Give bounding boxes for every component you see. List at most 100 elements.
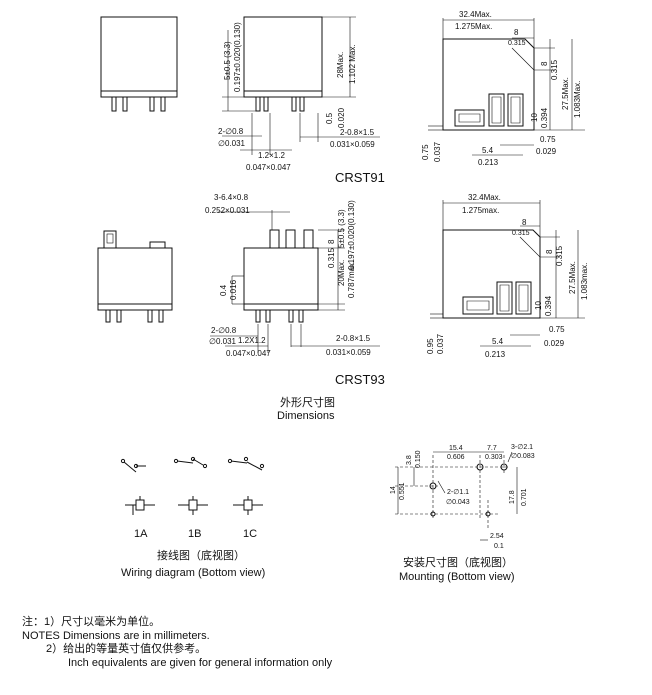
crst93-model-label: CRST93 xyxy=(335,372,385,387)
mount-d3-8: 3.8 xyxy=(406,455,413,465)
crst91-left-0-75-in: 0.037 xyxy=(433,141,442,162)
crst93-tab: 3-6.4×0.8 xyxy=(214,193,249,202)
mount-d14-in: 0.551 xyxy=(399,482,406,500)
crst93-front-8-in: 0.315 xyxy=(327,247,336,268)
crst93-hole-d-in: ∅0.031 xyxy=(209,337,237,346)
crst91-right-8: 8 xyxy=(540,61,549,66)
crst93-front-0-4: 0.4 xyxy=(219,284,228,296)
crst93-bot-5-4: 5.4 xyxy=(492,337,504,346)
crst93-right-27-5-in: 1.083max. xyxy=(580,263,589,300)
crst93-side-view xyxy=(97,230,173,323)
crst93-bot-5-4-in: 0.213 xyxy=(485,350,506,359)
crst91-right-10-in: 0.394 xyxy=(540,107,549,128)
crst91-right-10: 10 xyxy=(530,113,539,122)
crst91-front-5: 5±0.5 (3.3) xyxy=(223,41,232,80)
mount-holes: 3-∅2.1 xyxy=(511,444,533,451)
crst91-front-28-in: 1.102 Max. xyxy=(348,44,357,84)
crst93-front-20: 20Max. xyxy=(337,260,346,286)
mounting-diagram xyxy=(395,451,518,541)
crst93-tab-in: 0.252×0.031 xyxy=(205,206,250,215)
mounting-caption-cn: 安装尺寸图（底视图） xyxy=(403,555,513,569)
crst91-front-view xyxy=(222,16,380,155)
crst93-right-8: 8 xyxy=(545,249,554,254)
crst91-pin-1-2: 1.2×1.2 xyxy=(258,151,285,160)
crst91-bot-0-75: 0.75 xyxy=(540,135,556,144)
mount-d15-4: 15.4 xyxy=(449,445,463,452)
crst91-hole-d-in: ∅0.031 xyxy=(218,139,246,148)
note-2-cn: 2）给出的等量英寸值仅供参考。 xyxy=(46,641,206,655)
wiring-caption-cn: 接线图（底视图） xyxy=(157,548,245,562)
crst91-width-in: 1.275Max. xyxy=(455,22,492,31)
crst91-right-8-in: 0.315 xyxy=(550,59,559,80)
crst93-right-10-in: 0.394 xyxy=(544,295,553,316)
crst91-bot-0-75-in: 0.029 xyxy=(536,147,557,156)
mount-d2-54: 2.54 xyxy=(490,533,504,540)
crst93-width-mm: 32.4Max. xyxy=(468,193,501,202)
crst93-pin-1-2: 1.2X1.2 xyxy=(238,336,266,345)
dimensions-caption-cn: 外形尺寸图 xyxy=(280,395,335,409)
crst93-pin-0-8-in: 0.031×0.059 xyxy=(326,348,371,357)
crst93-hole-d: 2-∅0.8 xyxy=(211,326,237,335)
crst91-top-8-in: 0.315 xyxy=(508,40,526,47)
mount-d7-7-in: 0.303 xyxy=(485,454,503,461)
crst91-side-view xyxy=(100,16,178,112)
note-1-en: NOTES Dimensions are in millimeters. xyxy=(22,630,210,642)
mount-d15-4-in: 0.606 xyxy=(447,454,465,461)
crst91-pin-0-8: 2-0.8×1.5 xyxy=(340,128,375,137)
crst91-width-mm: 32.4Max. xyxy=(459,10,492,19)
crst93-bot-0-75: 0.75 xyxy=(549,325,565,334)
crst91-model-label: CRST91 xyxy=(335,170,385,185)
crst91-pin-1-2-in: 0.047×0.047 xyxy=(246,163,291,172)
crst93-bot-0-75-in: 0.029 xyxy=(544,339,565,348)
mount-d2-1-in: ∅0.043 xyxy=(446,499,470,506)
crst93-bottom-view xyxy=(430,200,585,347)
crst93-pin-0-8: 2-0.8×1.5 xyxy=(336,334,371,343)
crst93-left-0-95: 0.95 xyxy=(426,338,435,354)
crst91-bot-5-4: 5.4 xyxy=(482,146,494,155)
crst93-width-in: 1.275max. xyxy=(462,206,499,215)
crst91-top-8: 8 xyxy=(514,28,519,37)
crst93-front-view xyxy=(210,210,380,353)
crst91-front-0-5: 0.5 xyxy=(325,112,334,124)
crst91-hole-d: 2-∅0.8 xyxy=(218,127,244,136)
wiring-diagram-1a xyxy=(120,458,155,515)
crst93-right-27-5: 27.5Max. xyxy=(568,261,577,294)
crst91-bottom-view xyxy=(428,18,585,156)
mount-d2-1: 2-∅1.1 xyxy=(447,489,469,496)
crst91-right-27-5-in: 1.083Max. xyxy=(573,81,582,118)
crst93-front-20-in: 0.787max. xyxy=(347,261,356,298)
crst93-front-5-in: 0.197±0.020(0.130) xyxy=(347,200,356,270)
wiring-label-1a: 1A xyxy=(134,528,148,540)
mount-d17-8-in: 0.701 xyxy=(521,488,528,506)
wiring-diagram-1b xyxy=(173,456,208,515)
crst93-pin-1-2-in: 0.047×0.047 xyxy=(226,349,271,358)
crst91-bot-5-4-in: 0.213 xyxy=(478,158,499,167)
wiring-label-1c: 1C xyxy=(243,528,257,540)
mounting-caption-en: Mounting (Bottom view) xyxy=(399,571,515,583)
crst93-top-8: 8 xyxy=(522,218,527,227)
crst91-right-27-5: 27.5Max. xyxy=(561,77,570,110)
note-2-en: Inch equivalents are given for general i… xyxy=(68,657,333,669)
crst91-left-0-75: 0.75 xyxy=(421,144,430,160)
wiring-diagram-1c xyxy=(227,456,265,515)
crst93-front-5: 5±0.5 (3.3) xyxy=(337,209,346,248)
wiring-label-1b: 1B xyxy=(188,528,201,540)
mount-d17-8: 17.8 xyxy=(509,490,516,504)
crst93-front-0-4-in: 0.016 xyxy=(229,279,238,300)
crst93-right-8-in: 0.315 xyxy=(555,245,564,266)
crst91-front-5-in: 0.197±0.020(0.130) xyxy=(233,22,242,92)
wiring-caption-en: Wiring diagram (Bottom view) xyxy=(121,567,265,579)
dimensions-caption-en: Dimensions xyxy=(277,410,335,422)
crst93-front-8: 8 xyxy=(327,239,336,244)
note-1-cn: 注：1）尺寸以毫米为单位。 xyxy=(22,614,160,628)
crst93-right-10: 10 xyxy=(534,301,543,310)
mount-holes-in: ∅0.083 xyxy=(511,453,535,460)
mount-d3-8-in: 0.150 xyxy=(415,450,422,468)
crst91-front-0-5-in: 0.020 xyxy=(337,107,346,128)
mount-d2-54-in: 0.1 xyxy=(494,543,504,550)
mount-d14: 14 xyxy=(390,486,397,494)
crst93-left-0-95-in: 0.037 xyxy=(436,333,445,354)
crst91-front-28: 28Max. xyxy=(336,52,345,78)
mount-d7-7: 7.7 xyxy=(487,445,497,452)
